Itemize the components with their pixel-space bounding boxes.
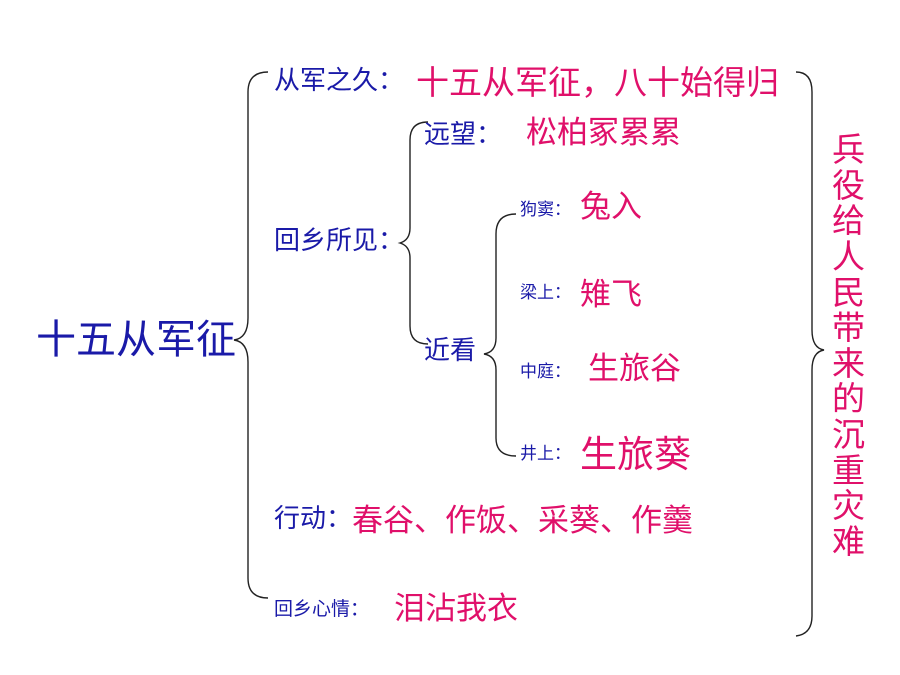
near-item-label: 井上： [520,444,571,464]
time-value: 十五从军征，八十始得归 [416,63,779,102]
conclusion-char: 难 [832,521,865,561]
conclusion-char: 带 [832,308,865,348]
conclusion-char: 灾 [832,486,865,526]
conclusion-char: 来 [832,343,865,383]
near-brace [483,213,517,457]
near-item-label: 梁上： [520,283,571,303]
near-item-value: 生旅葵 [580,433,691,476]
near-item-value: 生旅谷 [588,351,681,387]
seen-brace [397,121,429,345]
conclusion-char: 人 [832,236,865,276]
near-item-label: 中庭： [520,362,571,382]
conclusion-char: 役 [832,165,865,205]
conclusion-char: 沉 [832,415,865,454]
seen-label: 回乡所见： [274,226,405,256]
root-node: 十五从军征 [36,317,236,363]
near-item-value: 雉飞 [580,277,642,313]
main-brace [233,71,269,599]
conclusion-char: 的 [832,379,865,419]
conclusion-char: 给 [832,201,865,241]
feeling-value: 泪沾我衣 [394,591,518,627]
conclusion-text: 兵役给人民带来的沉重灾难 [832,132,865,560]
right-brace [795,71,825,637]
near-label: 近看 [424,336,477,366]
action-label: 行动： [274,504,353,534]
time-label: 从军之久： [274,66,405,96]
action-value: 春谷、作饭、采葵、作羹 [352,503,693,539]
conclusion-char: 兵 [832,130,865,169]
conclusion-char: 重 [832,450,865,490]
near-item-value: 兔入 [580,189,642,225]
near-item-label: 狗窦： [520,200,571,220]
far-value: 松柏冢累累 [526,115,681,151]
far-label: 远望： [424,120,503,150]
feeling-label: 回乡心情： [274,598,370,620]
conclusion-char: 民 [832,272,865,312]
